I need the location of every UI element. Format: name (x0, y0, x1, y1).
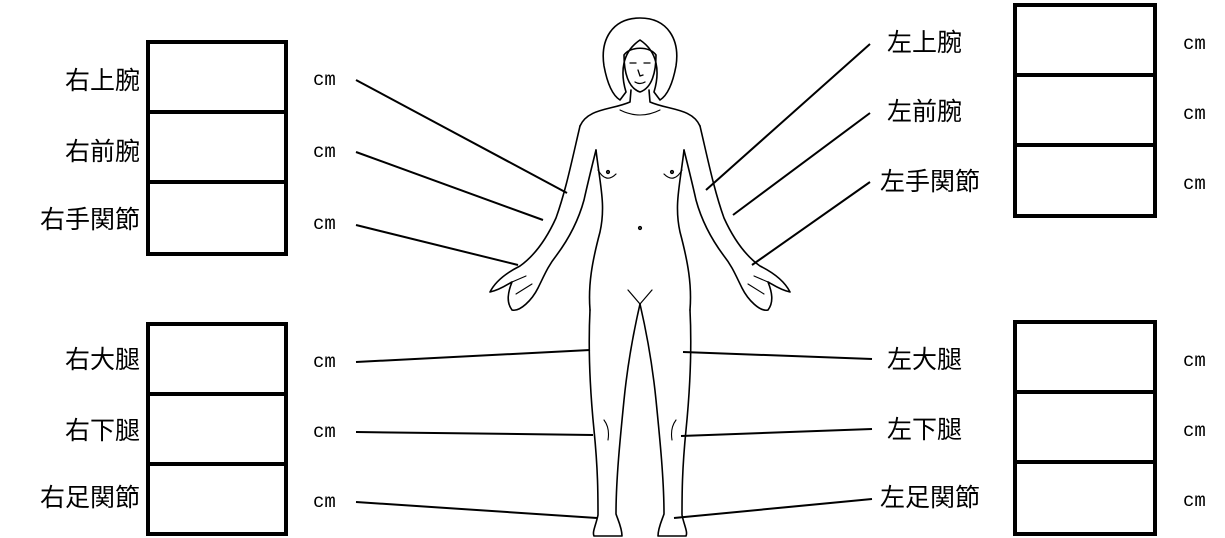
right-upper-arm-input[interactable] (150, 44, 284, 110)
left-wrist-box[interactable] (1013, 143, 1157, 218)
left-lower-leg-box[interactable] (1013, 390, 1157, 464)
left-wrist-unit: cm (1183, 172, 1206, 196)
leader-left-thigh (683, 352, 872, 359)
left-lower-leg-unit: cm (1183, 419, 1206, 443)
left-wrist-label: 左手関節 (880, 167, 980, 197)
left-arm (684, 126, 790, 310)
leader-left-lower-leg (681, 429, 872, 436)
left-upper-arm-box[interactable] (1013, 3, 1157, 77)
leader-right-thigh (356, 350, 590, 362)
right-wrist-label: 右手関節 (0, 205, 140, 235)
left-ankle-input[interactable] (1017, 464, 1153, 532)
right-ankle-label: 右足関節 (0, 483, 140, 513)
right-forearm-box[interactable] (146, 110, 288, 184)
left-leg (640, 304, 691, 536)
right-upper-arm-box[interactable] (146, 40, 288, 114)
neck-shoulders (580, 90, 700, 126)
right-arm (490, 126, 596, 310)
left-forearm-box[interactable] (1013, 73, 1157, 147)
hair (603, 18, 677, 100)
left-lower-leg-input[interactable] (1017, 394, 1153, 460)
right-forearm-input[interactable] (150, 114, 284, 180)
right-forearm-label: 右前腕 (0, 137, 140, 167)
right-lower-leg-box[interactable] (146, 392, 288, 466)
left-lower-leg-label: 左下腿 (887, 415, 962, 445)
right-ankle-unit: cm (313, 490, 336, 514)
left-ankle-unit: cm (1183, 489, 1206, 513)
leader-right-forearm (356, 152, 543, 220)
right-lower-leg-input[interactable] (150, 396, 284, 462)
right-leg (589, 304, 640, 536)
right-thigh-box[interactable] (146, 322, 288, 396)
right-upper-arm-label: 右上腕 (0, 66, 140, 96)
leader-lines (356, 44, 872, 518)
left-wrist-input[interactable] (1017, 147, 1153, 214)
left-forearm-unit: cm (1183, 102, 1206, 126)
leader-right-wrist (356, 225, 518, 265)
leader-right-upper-arm (356, 80, 567, 193)
leader-right-lower-leg (356, 432, 593, 435)
left-upper-arm-input[interactable] (1017, 7, 1153, 73)
right-wrist-unit: cm (313, 212, 336, 236)
left-upper-arm-label: 左上腕 (887, 28, 962, 58)
right-thigh-label: 右大腿 (0, 345, 140, 375)
leader-right-ankle (356, 502, 597, 518)
right-ankle-input[interactable] (150, 466, 284, 532)
right-ankle-box[interactable] (146, 462, 288, 536)
leader-left-wrist (752, 182, 870, 265)
leader-left-forearm (733, 113, 870, 215)
left-thigh-box[interactable] (1013, 320, 1157, 394)
right-thigh-input[interactable] (150, 326, 284, 392)
right-thigh-unit: cm (313, 350, 336, 374)
leader-left-upper-arm (706, 44, 870, 190)
right-wrist-box[interactable] (146, 180, 288, 256)
right-forearm-unit: cm (313, 140, 336, 164)
right-lower-leg-unit: cm (313, 420, 336, 444)
right-wrist-input[interactable] (150, 184, 284, 252)
leader-left-ankle (674, 499, 872, 518)
human-figure (490, 18, 790, 536)
left-thigh-label: 左大腿 (887, 345, 962, 375)
left-forearm-label: 左前腕 (887, 97, 962, 127)
face (624, 48, 656, 92)
left-forearm-input[interactable] (1017, 77, 1153, 143)
left-thigh-unit: cm (1183, 349, 1206, 373)
right-lower-leg-label: 右下腿 (0, 416, 140, 446)
left-upper-arm-unit: cm (1183, 32, 1206, 56)
right-upper-arm-unit: cm (313, 68, 336, 92)
left-ankle-label: 左足関節 (880, 483, 980, 513)
left-ankle-box[interactable] (1013, 460, 1157, 536)
left-thigh-input[interactable] (1017, 324, 1153, 390)
